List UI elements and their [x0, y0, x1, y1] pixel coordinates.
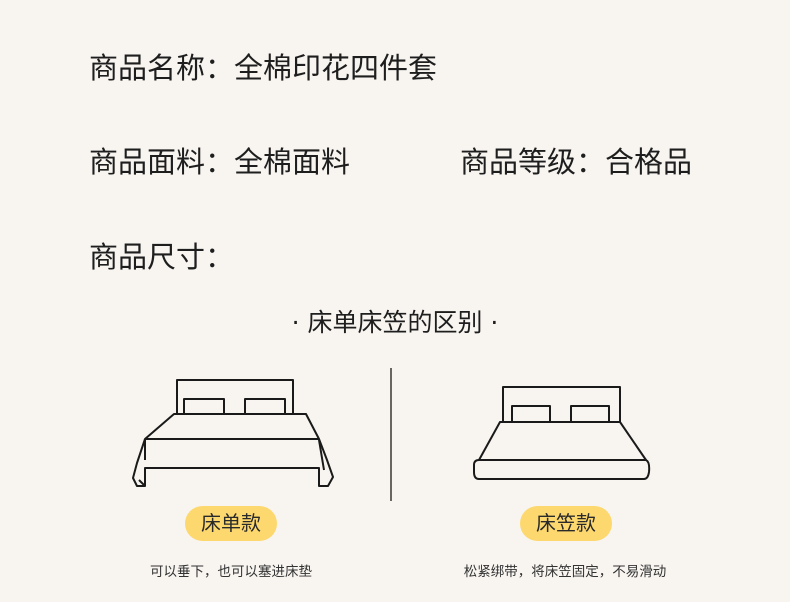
flat-sheet-bed-icon — [132, 379, 334, 487]
fitted-sheet-caption: 松紧绑带，将床笠固定，不易滑动 — [463, 564, 667, 580]
product-size: 商品尺寸： — [89, 240, 235, 274]
fitted-sheet-bed-icon — [473, 386, 651, 480]
divider — [390, 368, 392, 501]
product-grade: 商品等级：合格品 — [460, 145, 693, 179]
flat-sheet-badge: 床单款 — [185, 506, 277, 541]
section-title: · 床单床笠的区别 · — [291, 308, 499, 337]
fitted-sheet-badge: 床笠款 — [520, 506, 612, 541]
product-name: 商品名称：全棉印花四件套 — [89, 51, 438, 85]
flat-sheet-caption: 可以垂下，也可以塞进床垫 — [150, 564, 312, 580]
product-fabric: 商品面料：全棉面料 — [89, 145, 351, 179]
